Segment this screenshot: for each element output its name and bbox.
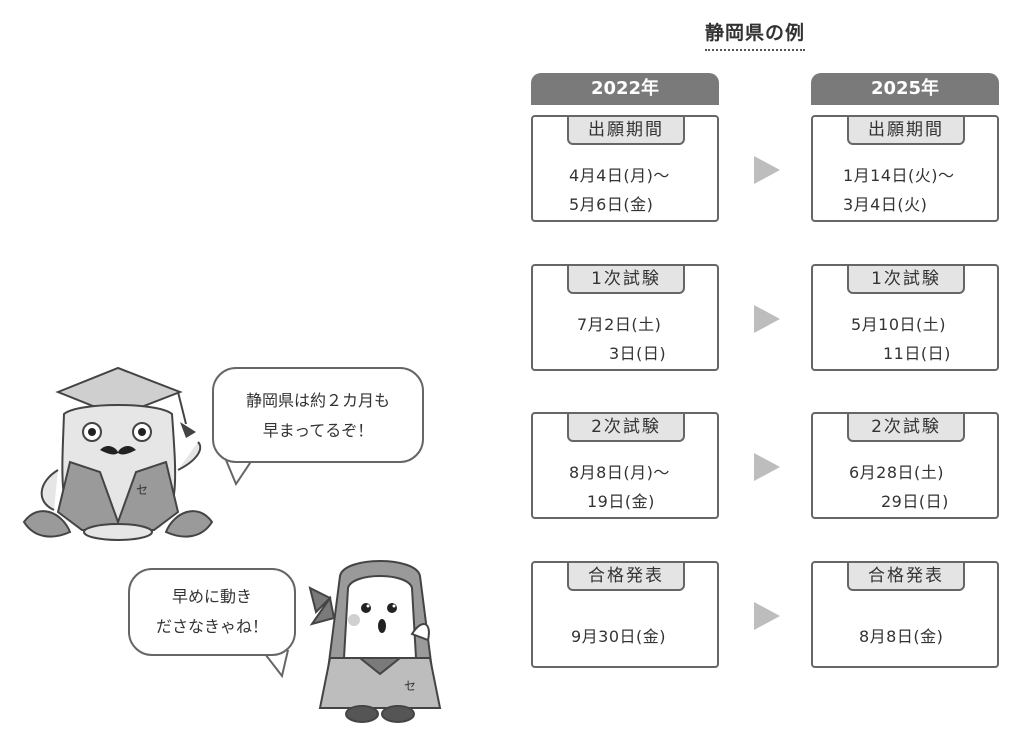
date-line: 5月10日(土) <box>851 315 947 334</box>
date-line: 1月14日(火)～ <box>843 166 955 185</box>
card-application-2022: 出願期間 4月4日(月)～ 5月6日(金) <box>531 115 719 222</box>
card-second-exam-2025: 2次試験 6月28日(土) 29日(日) <box>811 412 999 519</box>
bubble-tail <box>260 650 290 679</box>
speech-bubble-student: 早めに動き ださなきゃね！ <box>128 568 296 656</box>
arrow-right-icon <box>754 156 780 184</box>
date-line: 3月4日(火) <box>843 195 928 214</box>
label-tag: 出願期間 <box>567 115 685 145</box>
label-tag: 2次試験 <box>847 412 965 442</box>
date-line: 3日(日) <box>609 344 667 363</box>
speech-bubble-teacher: 静岡県は約２カ月も 早まってるぞ！ <box>212 367 424 463</box>
bubble-line: 早まってるぞ！ <box>262 421 374 440</box>
column-header-2022: 2022年 <box>531 73 719 105</box>
label-tag: 1次試験 <box>847 264 965 294</box>
date-line: 8月8日(金) <box>859 627 944 646</box>
bubble-line: ださなきゃね！ <box>155 617 268 636</box>
card-result-2025: 合格発表 8月8日(金) <box>811 561 999 668</box>
bubble-line: 早めに動き <box>171 587 252 606</box>
card-application-2025: 出願期間 1月14日(火)～ 3月4日(火) <box>811 115 999 222</box>
column-header-2025: 2025年 <box>811 73 999 105</box>
label-tag: 出願期間 <box>847 115 965 145</box>
date-line: 11日(日) <box>883 344 951 363</box>
date-line: 9月30日(金) <box>571 627 667 646</box>
student-mascot-illustration: セ <box>308 560 442 723</box>
bubble-tail <box>224 460 254 487</box>
arrow-right-icon <box>754 602 780 630</box>
page-title: 静岡県の例 <box>705 18 806 51</box>
label-tag: 合格発表 <box>847 561 965 591</box>
teacher-mascot-illustration: セ <box>22 366 214 541</box>
date-line: 29日(日) <box>881 492 949 511</box>
card-first-exam-2025: 1次試験 5月10日(土) 11日(日) <box>811 264 999 371</box>
date-line: 7月2日(土) <box>577 315 662 334</box>
card-second-exam-2022: 2次試験 8月8日(月)～ 19日(金) <box>531 412 719 519</box>
label-tag: 1次試験 <box>567 264 685 294</box>
badge-letter: セ <box>404 679 416 693</box>
date-line: 8月8日(月)～ <box>569 463 670 482</box>
card-first-exam-2022: 1次試験 7月2日(土) 3日(日) <box>531 264 719 371</box>
card-result-2022: 合格発表 9月30日(金) <box>531 561 719 668</box>
date-line: 19日(金) <box>587 492 655 511</box>
date-line: 6月28日(土) <box>849 463 945 482</box>
arrow-right-icon <box>754 305 780 333</box>
date-line: 5月6日(金) <box>569 195 654 214</box>
label-tag: 2次試験 <box>567 412 685 442</box>
bubble-line: 静岡県は約２カ月も <box>245 391 390 410</box>
badge-letter: セ <box>136 483 148 497</box>
label-tag: 合格発表 <box>567 561 685 591</box>
arrow-right-icon <box>754 453 780 481</box>
date-line: 4月4日(月)～ <box>569 166 670 185</box>
